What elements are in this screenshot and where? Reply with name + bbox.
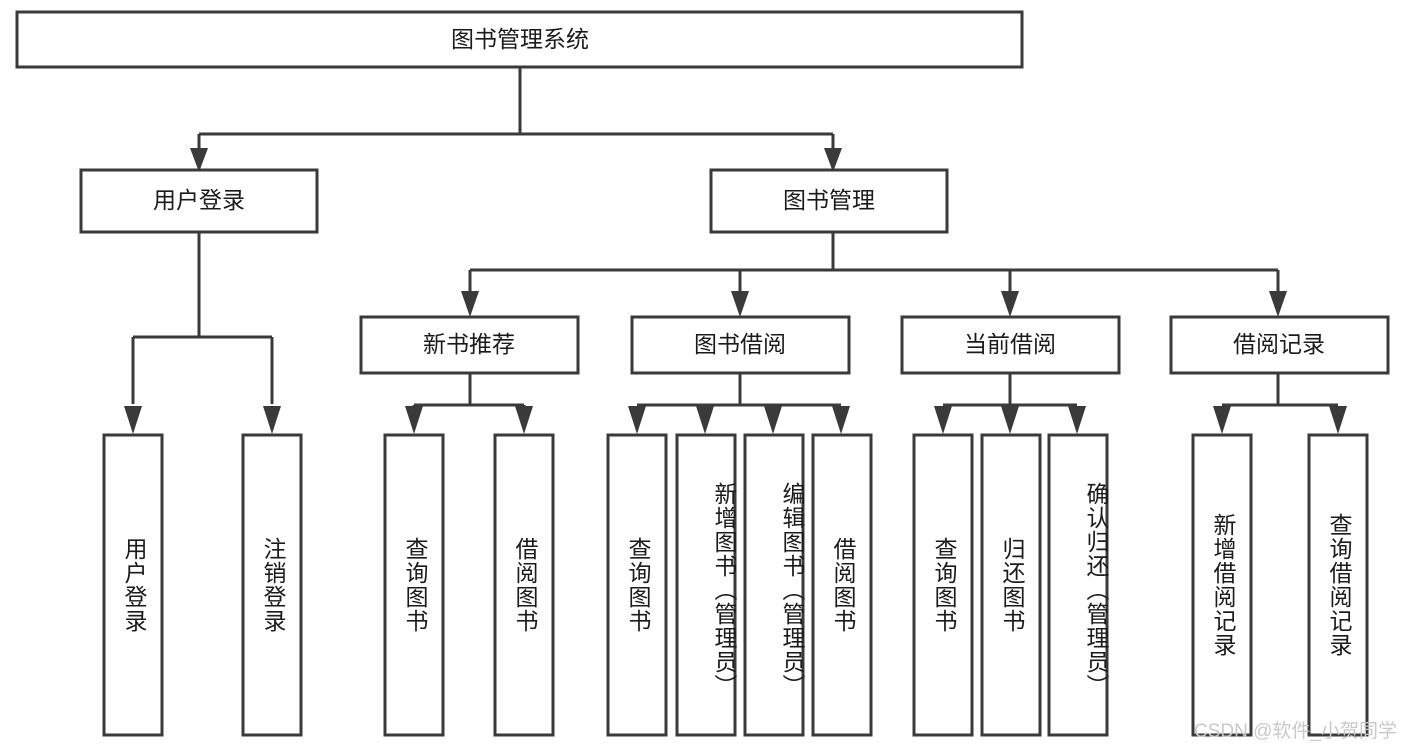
node-book-management-box[interactable] (709, 168, 949, 234)
arrow-borrow-leaf-1 (628, 406, 646, 434)
arrow-bookmgmt-level3-4 (1269, 291, 1287, 317)
leaf-box-current-2[interactable] (980, 433, 1042, 737)
csdn-watermark: CSDN @软件_小贺同学 (1194, 721, 1397, 742)
node-current-borrow-label: 当前借阅 (964, 331, 1056, 357)
arrow-borrow-leaf-3 (764, 406, 782, 434)
arrow-bookmgmt-level3-1 (461, 291, 479, 317)
node-book-borrow-box[interactable] (630, 315, 851, 375)
node-book-management-label: 图书管理 (783, 187, 875, 213)
node-user-login[interactable]: 用户登录 (79, 168, 319, 234)
leaf-box-record-2[interactable] (1307, 433, 1369, 737)
node-book-management[interactable]: 图书管理 (709, 168, 949, 234)
leaf-box-current-1[interactable] (912, 433, 974, 737)
node-user-login-label: 用户登录 (153, 187, 245, 213)
arrow-recommend-leaf-2 (515, 406, 533, 434)
arrow-borrow-leaf-4 (832, 406, 850, 434)
arrow-recommend-leaf-1 (405, 406, 423, 434)
arrow-bookmgmt-level3-3 (1001, 291, 1019, 317)
arrow-root-to-user (190, 148, 208, 172)
node-user-login-box[interactable] (79, 168, 319, 234)
arrow-bookmgmt-level3-2 (731, 291, 749, 317)
arrow-current-leaf-1 (934, 406, 952, 434)
arrow-root-to-bookmgmt (824, 148, 842, 172)
leaf-box-recommend-1[interactable] (383, 433, 445, 737)
node-root-label: 图书管理系统 (451, 26, 589, 52)
arrow-user-leaf-2 (263, 406, 281, 434)
arrow-record-leaf-1 (1213, 406, 1231, 434)
leaf-boxes-group (102, 433, 1369, 737)
leaf-box-current-3[interactable] (1047, 433, 1109, 737)
connector-group (124, 67, 1347, 434)
node-borrow-record-label: 借阅记录 (1233, 331, 1325, 357)
leaf-box-recommend-2[interactable] (493, 433, 555, 737)
arrow-user-leaf-1 (124, 406, 142, 434)
arrow-borrow-leaf-2 (696, 406, 714, 434)
node-borrow-record-box[interactable] (1169, 315, 1390, 375)
leaf-box-borrow-3[interactable] (743, 433, 805, 737)
node-book-borrow[interactable]: 图书借阅 (630, 315, 851, 375)
leaf-box-user-login-1[interactable] (102, 433, 164, 737)
node-current-borrow-box[interactable] (900, 315, 1121, 375)
leaf-box-borrow-2[interactable] (675, 433, 737, 737)
leaf-box-borrow-4[interactable] (811, 433, 873, 737)
node-borrow-record[interactable]: 借阅记录 (1169, 315, 1390, 375)
node-current-borrow[interactable]: 当前借阅 (900, 315, 1121, 375)
leaf-box-user-login-2[interactable] (241, 433, 303, 737)
arrow-current-leaf-3 (1068, 406, 1086, 434)
node-new-book-recommend-label: 新书推荐 (423, 331, 515, 357)
leaf-box-borrow-1[interactable] (606, 433, 668, 737)
node-new-book-recommend[interactable]: 新书推荐 (359, 315, 580, 375)
arrow-current-leaf-2 (1001, 406, 1019, 434)
node-root[interactable]: 图书管理系统 (15, 10, 1024, 69)
node-root-box[interactable] (15, 10, 1024, 69)
node-book-borrow-label: 图书借阅 (694, 331, 786, 357)
leaf-box-record-1[interactable] (1191, 433, 1253, 737)
arrow-record-leaf-2 (1329, 406, 1347, 434)
node-new-book-recommend-box[interactable] (359, 315, 580, 375)
